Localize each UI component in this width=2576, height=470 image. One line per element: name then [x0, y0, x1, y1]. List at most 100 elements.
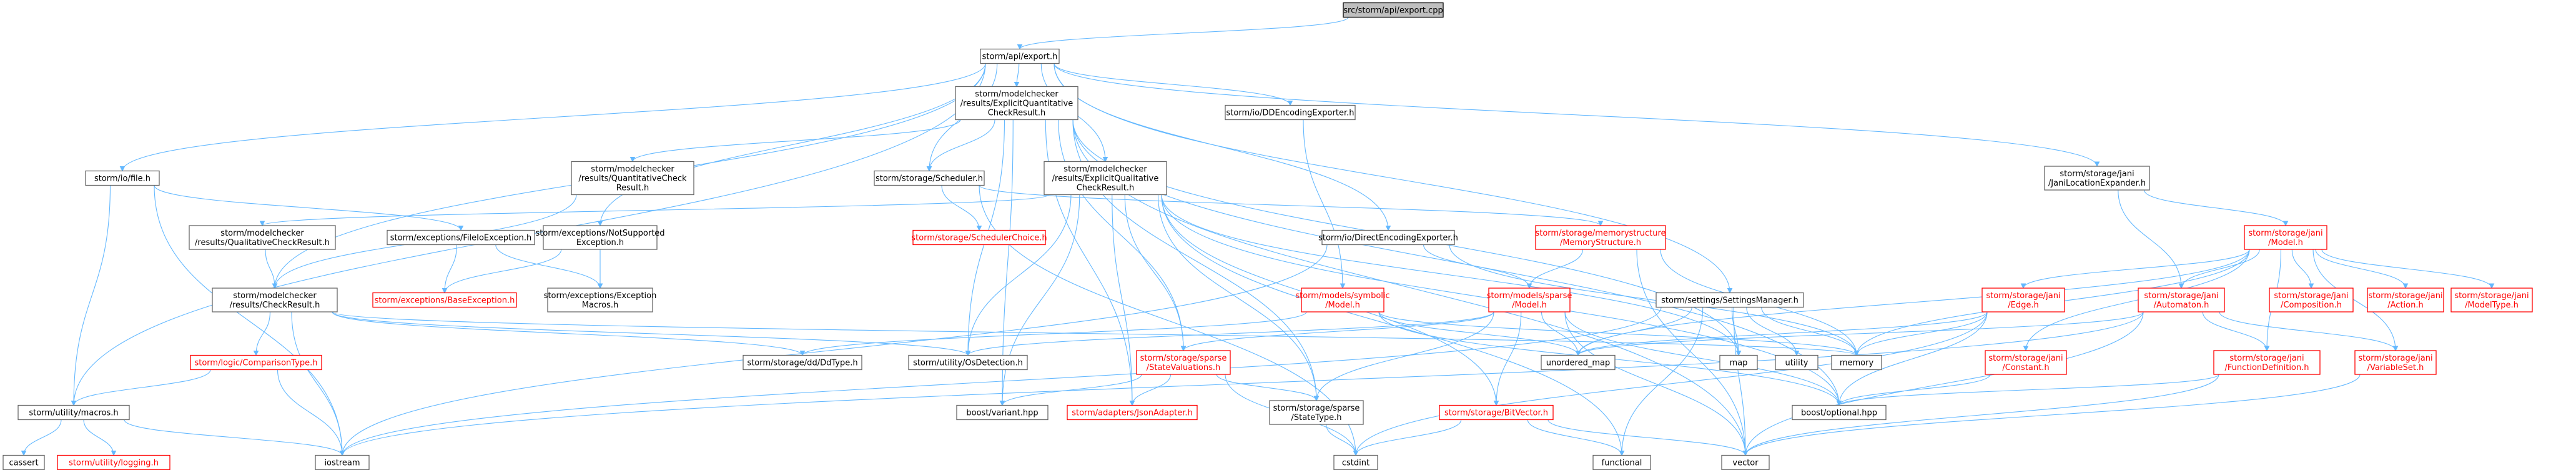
node-box: [1985, 350, 2067, 375]
edge-state_valuations-to-boost_variant: [1002, 374, 1142, 406]
node-jani-varset[interactable]: storm/storage/jani/VariableSet.h: [2354, 350, 2437, 375]
node-label: storm/storage/jani: [2144, 291, 2218, 301]
node-settings-mgr[interactable]: storm/settings/SettingsManager.h: [1656, 292, 1804, 308]
node-label: /FunctionDefinition.h: [2225, 363, 2309, 372]
node-box: [955, 86, 1078, 121]
node-file-io-exc[interactable]: storm/exceptions/FileIoException.h: [387, 229, 535, 246]
node-scheduler[interactable]: storm/storage/Scheduler.h: [874, 170, 985, 186]
node-base-exc[interactable]: storm/exceptions/BaseException.h: [372, 292, 517, 308]
node-label: /Composition.h: [2281, 301, 2342, 310]
node-dd-type[interactable]: storm/storage/dd/DdType.h: [743, 354, 862, 371]
node-cassert[interactable]: cassert: [2, 454, 45, 470]
node-jani-action[interactable]: storm/storage/jani/Action.h: [2367, 288, 2444, 312]
node-state-valuations[interactable]: storm/storage/sparse/StateValuations.h: [1136, 350, 1231, 375]
node-mem-struct[interactable]: storm/storage/memorystructure/MemoryStru…: [1535, 225, 1666, 250]
node-label: storm/modelchecker: [233, 291, 317, 301]
node-state-type[interactable]: storm/storage/sparse/StateType.h: [1269, 400, 1364, 425]
node-jani-funcdef[interactable]: storm/storage/jani/FunctionDefinition.h: [2213, 350, 2321, 375]
node-box: [387, 229, 535, 246]
node-root[interactable]: src/storm/api/export.cpp: [1343, 2, 1444, 18]
node-box: [1656, 292, 1804, 308]
node-boost-optional[interactable]: boost/optional.hpp: [1792, 404, 1887, 421]
edge-jani_automaton-to-jani_funcdef: [2202, 311, 2268, 351]
node-logging-h[interactable]: storm/utility/logging.h: [57, 454, 170, 470]
node-label: storm/storage/BitVector.h: [1444, 409, 1548, 418]
node-json-adapter[interactable]: storm/adapters/JsonAdapter.h: [1067, 404, 1198, 421]
node-label: src/storm/api/export.cpp: [1343, 6, 1443, 16]
edge-bitvector-to-functional: [1527, 419, 1622, 456]
node-jani-model[interactable]: storm/storage/jani/Model.h: [2244, 225, 2327, 250]
node-symbolic-model[interactable]: storm/models/symbolic/Model.h: [1295, 288, 1390, 312]
node-direct-enc-exp[interactable]: storm/io/DirectEncodingExporter.h: [1318, 229, 1458, 246]
edge-arrowhead: [119, 166, 126, 172]
node-memory[interactable]: memory: [1831, 354, 1882, 371]
edge-root-to-export_h: [1019, 17, 1349, 49]
node-sched-choice[interactable]: storm/storage/SchedulerChoice.h: [911, 229, 1047, 246]
node-sparse-model[interactable]: storm/models/sparse/Model.h: [1487, 288, 1572, 312]
node-label: map: [1730, 359, 1748, 368]
edge-arrowhead: [1313, 396, 1320, 402]
node-iostream[interactable]: iostream: [315, 454, 370, 470]
node-label: storm/exceptions/NotSupported: [535, 229, 664, 238]
node-boost-variant[interactable]: boost/variant.hpp: [956, 404, 1049, 421]
node-explicit-qual[interactable]: storm/modelchecker/results/ExplicitQuali…: [1044, 161, 1167, 196]
edge-jani_edge-to-cstdint: [1355, 311, 1988, 456]
edge-arrowhead: [1340, 283, 1346, 289]
node-box: [1535, 225, 1666, 250]
node-vector[interactable]: vector: [1721, 454, 1770, 470]
node-jani-modeltype[interactable]: storm/storage/jani/ModelType.h: [2450, 288, 2533, 312]
node-quant-check[interactable]: storm/modelchecker/results/QuantitativeC…: [571, 161, 694, 196]
edge-jani_automaton-to-vector: [1745, 311, 2144, 456]
node-explicit-quant[interactable]: storm/modelchecker/results/ExplicitQuant…: [955, 86, 1078, 121]
node-label: storm/storage/dd/DdType.h: [747, 359, 857, 368]
node-label: storm/storage/jani: [1988, 354, 2063, 363]
node-jani-loc-exp[interactable]: storm/storage/jani/JaniLocationExpander.…: [2044, 166, 2150, 191]
edge-arrowhead: [976, 226, 982, 231]
node-dd-enc-exp[interactable]: storm/io/DDEncodingExporter.h: [1225, 104, 1356, 121]
node-label: vector: [1732, 459, 1759, 468]
node-label: /results/CheckResult.h: [230, 301, 320, 310]
node-label: /results/QuantitativeCheck: [578, 174, 687, 184]
node-macros-h[interactable]: storm/utility/macros.h: [17, 404, 130, 421]
edge-arrowhead: [999, 401, 1005, 406]
node-unordered-map[interactable]: unordered_map: [1541, 354, 1616, 371]
node-jani-edge[interactable]: storm/storage/jani/Edge.h: [1981, 288, 2065, 312]
edge-arrowhead: [2282, 221, 2289, 227]
node-qual-check[interactable]: storm/modelchecker/results/QualitativeCh…: [189, 225, 336, 250]
edge-mem_struct-to-sparse_model: [1529, 249, 1584, 289]
node-label: storm/storage/jani: [1986, 291, 2060, 301]
node-label: storm/modelchecker: [975, 90, 1059, 99]
node-label: /StateType.h: [1291, 413, 1341, 422]
node-check-result[interactable]: storm/modelchecker/results/CheckResult.h: [212, 288, 338, 312]
node-jani-constant[interactable]: storm/storage/jani/Constant.h: [1985, 350, 2067, 375]
node-io-file[interactable]: storm/io/file.h: [85, 170, 160, 186]
node-utility[interactable]: utility: [1775, 354, 1818, 371]
edge-scheduler-to-mem_struct: [979, 185, 1601, 226]
node-bitvector[interactable]: storm/storage/BitVector.h: [1439, 404, 1554, 421]
edge-jani_model-to-jani_varset: [2312, 249, 2396, 351]
edge-arrowhead: [2178, 283, 2184, 289]
node-comparison-type[interactable]: storm/logic/ComparisonType.h: [190, 354, 322, 371]
node-box: [1439, 404, 1554, 421]
node-label: storm/modelchecker: [591, 165, 674, 174]
node-box: [1792, 404, 1887, 421]
node-map[interactable]: map: [1719, 354, 1758, 371]
edge-jani_model-to-jani_automaton: [2181, 249, 2260, 289]
node-os-detection[interactable]: storm/utility/OsDetection.h: [908, 354, 1028, 371]
node-export-h[interactable]: storm/api/export.h: [980, 48, 1060, 64]
node-jani-automaton[interactable]: storm/storage/jani/Automaton.h: [2138, 288, 2225, 312]
edge-dd_enc_exp-to-symbolic_model: [1303, 119, 1343, 289]
edge-arrowhead: [339, 451, 345, 456]
edge-sparse_model-to-boost_optional: [1564, 311, 1840, 406]
node-jani-composition[interactable]: storm/storage/jani/Composition.h: [2269, 288, 2354, 312]
edge-arrowhead: [1619, 451, 1625, 456]
node-label: storm/modelchecker: [1063, 165, 1147, 174]
node-box: [2354, 350, 2437, 375]
node-label: storm/storage/memorystructure: [1535, 229, 1666, 238]
edge-arrowhead: [1180, 346, 1187, 352]
node-cstdint[interactable]: cstdint: [1333, 454, 1378, 470]
node-functional[interactable]: functional: [1592, 454, 1651, 470]
edge-arrowhead: [1526, 283, 1532, 289]
